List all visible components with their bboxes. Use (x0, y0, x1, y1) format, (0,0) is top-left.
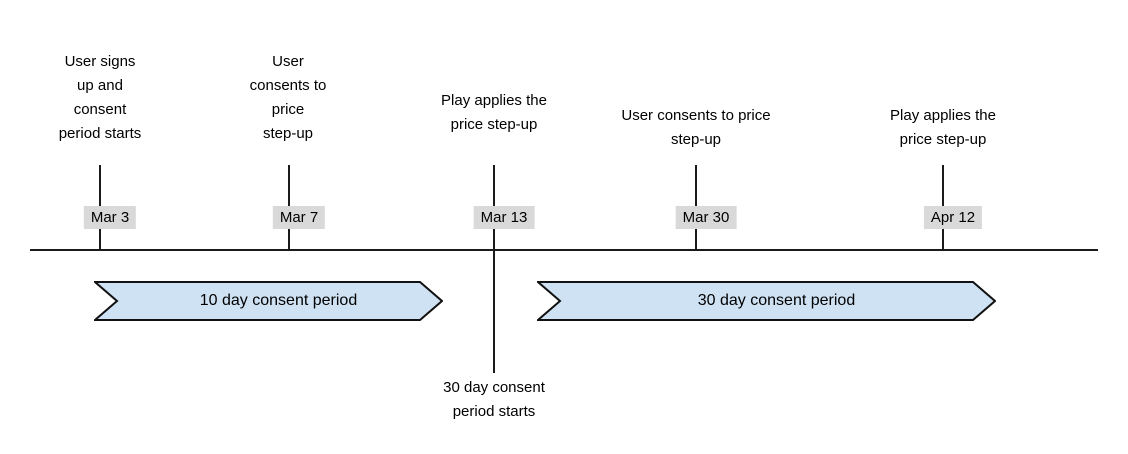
timeline-axis (30, 249, 1098, 251)
date-badge-mar13: Mar 13 (473, 206, 535, 229)
period-label-30-day: 30 day consent period (697, 292, 856, 309)
event-label-signup: User signs up and consent period starts (58, 53, 142, 142)
arrow-banner-shape-icon (94, 281, 443, 321)
note-30-day-period-starts: 30 day consent period starts (443, 379, 545, 420)
period-arrow-10-day: 10 day consent period (94, 281, 443, 321)
event-label-apply-1: Play applies the price step-up (441, 92, 547, 133)
event-label-consent-2: User consents to price step-up (621, 107, 771, 148)
date-badge-mar7: Mar 7 (272, 206, 326, 229)
date-badge-mar3: Mar 3 (83, 206, 137, 229)
period-arrow-30-day: 30 day consent period (537, 281, 996, 321)
period-label-10-day: 10 day consent period (199, 292, 358, 309)
event-label-apply-2: Play applies the price step-up (890, 107, 996, 148)
date-badge-mar30: Mar 30 (675, 206, 737, 229)
date-badge-apr12: Apr 12 (923, 206, 983, 229)
arrow-banner-shape-icon (537, 281, 996, 321)
event-tick-mar13 (493, 165, 495, 373)
event-label-consent-1: User consents to price step-up (249, 53, 327, 142)
